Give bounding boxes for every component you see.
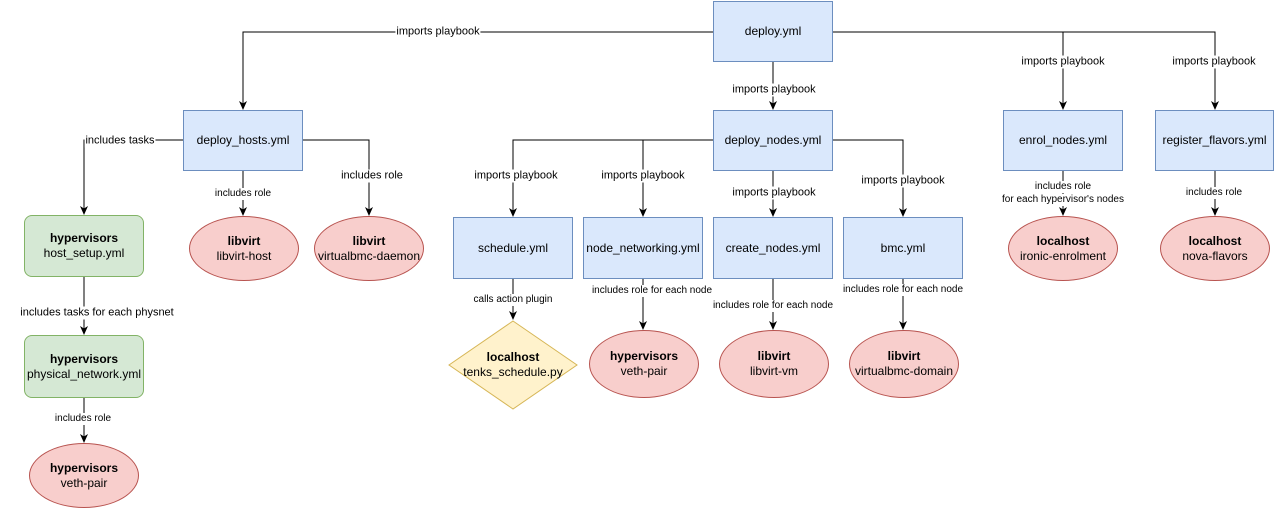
ironic-enrolment-host-label: localhost <box>1036 233 1090 248</box>
deploy-yml-box[interactable]: deploy.yml <box>713 1 833 62</box>
label-enrol-to-ironic-line2: for each hypervisor's nodes <box>1001 194 1125 206</box>
label-hosts-to-libvirt: includes role <box>213 188 273 200</box>
label-create-to-vm: includes role for each node <box>711 300 835 312</box>
label-physnet-to-veth: includes role <box>53 413 113 425</box>
physical-network-host-label: hypervisors <box>49 351 119 366</box>
vbmc-domain-host-label: libvirt <box>887 349 921 363</box>
bmc-yml-label: bmc.yml <box>880 240 926 255</box>
label-nodes-to-bmc: imports playbook <box>860 174 946 188</box>
label-nodes-to-create: imports playbook <box>731 186 817 200</box>
nova-flavors-role[interactable]: localhost nova-flavors <box>1160 216 1270 281</box>
host-setup-playbook[interactable]: hypervisors host_setup.yml <box>24 215 144 277</box>
host-setup-file-label: host_setup.yml <box>43 246 125 260</box>
label-networking-to-veth: includes role for each node <box>590 285 714 297</box>
label-deploy-to-enrol: imports playbook <box>1020 55 1106 69</box>
vbmc-daemon-file-label: virtualbmc-daemon <box>317 248 421 263</box>
deploy-hosts-yml-label: deploy_hosts.yml <box>196 133 290 147</box>
label-setup-to-physnet: includes tasks for each physnet <box>19 306 175 320</box>
veth-pair-nodes-host-label: hypervisors <box>609 349 679 363</box>
veth-pair-nodes-file-label: veth-pair <box>620 364 668 378</box>
vbmc-daemon-role[interactable]: libvirt virtualbmc-daemon <box>314 216 424 281</box>
tenks-schedule-diamond-shape <box>448 320 578 410</box>
vbmc-domain-role[interactable]: libvirt virtualbmc-domain <box>849 330 959 398</box>
ironic-enrolment-role[interactable]: localhost ironic-enrolment <box>1008 216 1118 281</box>
label-deploy-to-flavors: imports playbook <box>1171 55 1257 69</box>
veth-pair-role-nodes[interactable]: hypervisors veth-pair <box>589 330 699 398</box>
label-deploy-to-hosts: imports playbook <box>395 25 481 39</box>
edge-deploy-to-register-flavors <box>1063 31 1219 110</box>
edge-deploy-to-deploy-hosts <box>239 31 713 110</box>
deploy-nodes-yml-label: deploy_nodes.yml <box>724 133 822 147</box>
physical-network-file-label: physical_network.yml <box>26 366 142 381</box>
libvirt-host-host-label: libvirt <box>227 233 261 248</box>
tenks-schedule-plugin[interactable]: localhost tenks_schedule.py <box>448 320 578 410</box>
ironic-enrolment-file-label: ironic-enrolment <box>1019 248 1107 263</box>
schedule-yml-label: schedule.yml <box>477 240 549 255</box>
enrol-nodes-yml-label: enrol_nodes.yml <box>1018 133 1108 147</box>
label-enrol-to-ironic-line1: includes role <box>1033 181 1093 193</box>
veth-pair-role-hosts[interactable]: hypervisors veth-pair <box>29 443 139 508</box>
deploy-nodes-yml-box[interactable]: deploy_nodes.yml <box>713 110 833 171</box>
edge-deploy-nodes-to-bmc <box>833 139 907 217</box>
label-flavors-to-nova: includes role <box>1184 187 1244 199</box>
node-networking-yml-box[interactable]: node_networking.yml <box>583 217 703 279</box>
label-bmc-to-domain: includes role for each node <box>841 284 965 296</box>
deploy-yml-label: deploy.yml <box>744 24 802 38</box>
vbmc-domain-file-label: virtualbmc-domain <box>854 364 954 378</box>
schedule-yml-box[interactable]: schedule.yml <box>453 217 573 279</box>
edge-deploy-hosts-to-vbmc-daemon <box>303 139 373 216</box>
label-deploy-to-nodes: imports playbook <box>731 83 817 97</box>
vbmc-daemon-host-label: libvirt <box>352 233 386 248</box>
libvirt-vm-role[interactable]: libvirt libvirt-vm <box>719 330 829 398</box>
libvirt-vm-file-label: libvirt-vm <box>750 364 798 378</box>
register-flavors-yml-label: register_flavors.yml <box>1162 133 1267 147</box>
deploy-hosts-yml-box[interactable]: deploy_hosts.yml <box>183 110 303 171</box>
libvirt-vm-host-label: libvirt <box>757 349 791 363</box>
tenks-schedule-text: localhost tenks_schedule.py <box>448 320 578 410</box>
edge-deploy-nodes-to-schedule <box>509 139 713 217</box>
edge-deploy-hosts-to-host-setup <box>80 139 183 215</box>
edge-deploy-to-enrol-nodes <box>833 31 1067 110</box>
nova-flavors-host-label: localhost <box>1188 233 1242 248</box>
physical-network-playbook[interactable]: hypervisors physical_network.yml <box>24 335 144 398</box>
create-nodes-yml-label: create_nodes.yml <box>725 240 821 255</box>
enrol-nodes-yml-box[interactable]: enrol_nodes.yml <box>1003 110 1123 171</box>
create-nodes-yml-box[interactable]: create_nodes.yml <box>713 217 833 279</box>
libvirt-host-role[interactable]: libvirt libvirt-host <box>189 216 299 281</box>
label-schedule-to-plugin: calls action plugin <box>472 294 554 306</box>
nova-flavors-file-label: nova-flavors <box>1182 248 1248 263</box>
host-setup-host-label: hypervisors <box>49 231 119 245</box>
label-hosts-to-vbmc: includes role <box>340 169 404 183</box>
tenks-schedule-file-label: tenks_schedule.py <box>463 365 563 379</box>
label-hosts-to-setup: includes tasks <box>84 134 156 148</box>
veth-pair-hosts-file-label: veth-pair <box>60 475 108 490</box>
label-nodes-to-networking: imports playbook <box>600 169 686 183</box>
node-networking-yml-label: node_networking.yml <box>586 240 700 255</box>
libvirt-host-file-label: libvirt-host <box>216 248 272 263</box>
veth-pair-hosts-host-label: hypervisors <box>49 460 119 475</box>
tenks-schedule-host-label: localhost <box>486 350 540 364</box>
bmc-yml-box[interactable]: bmc.yml <box>843 217 963 279</box>
label-nodes-to-schedule: imports playbook <box>473 169 559 183</box>
register-flavors-yml-box[interactable]: register_flavors.yml <box>1155 110 1274 171</box>
